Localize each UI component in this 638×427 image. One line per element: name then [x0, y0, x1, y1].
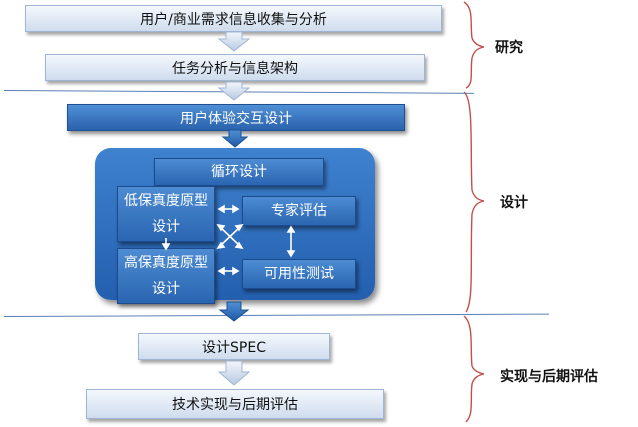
design-spec-label: 设计SPEC	[202, 339, 266, 356]
task-analysis-label: 任务分析与信息架构	[172, 60, 298, 77]
phase-label-research: 研究	[495, 40, 523, 56]
design-implementation-divider	[3, 313, 549, 317]
expert-review-box: 专家评估	[242, 196, 356, 226]
user-business-research-box: 用户/商业需求信息收集与分析	[25, 5, 442, 32]
down-arrow-icon	[217, 360, 251, 386]
implementation-review-label: 技术实现与后期评估	[172, 397, 298, 413]
low-fidelity-prototype-box: 低保真度原型设计	[117, 186, 215, 242]
high-fidelity-prototype-label: 高保真度原型设计	[124, 255, 208, 297]
phase-label-design: 设计	[500, 195, 528, 211]
down-arrow-icon	[221, 129, 249, 148]
ux-design-box: 用户体验交互设计	[67, 104, 405, 131]
implementation-bracket	[463, 315, 485, 423]
iterative-design-box: 循环设计	[154, 158, 324, 186]
phase-label-implementation: 实现与后期评估	[500, 369, 598, 385]
high-fidelity-prototype-box: 高保真度原型设计	[117, 248, 215, 304]
iterative-design-label: 循环设计	[211, 164, 267, 180]
down-arrow-icon	[218, 301, 250, 322]
research-design-divider	[3, 90, 474, 94]
task-analysis-box: 任务分析与信息架构	[45, 54, 425, 81]
expert-review-label: 专家评估	[271, 203, 327, 219]
ux-design-label: 用户体验交互设计	[180, 110, 292, 127]
low-fidelity-prototype-label: 低保真度原型设计	[124, 193, 208, 235]
usability-test-box: 可用性测试	[242, 259, 356, 289]
research-bracket	[463, 1, 485, 89]
design-bracket	[463, 91, 485, 313]
down-arrow-icon	[217, 31, 251, 52]
implementation-review-box: 技术实现与后期评估	[86, 389, 384, 419]
design-spec-box: 设计SPEC	[138, 333, 330, 360]
usability-test-label: 可用性测试	[264, 266, 334, 282]
user-business-research-label: 用户/商业需求信息收集与分析	[140, 11, 327, 28]
